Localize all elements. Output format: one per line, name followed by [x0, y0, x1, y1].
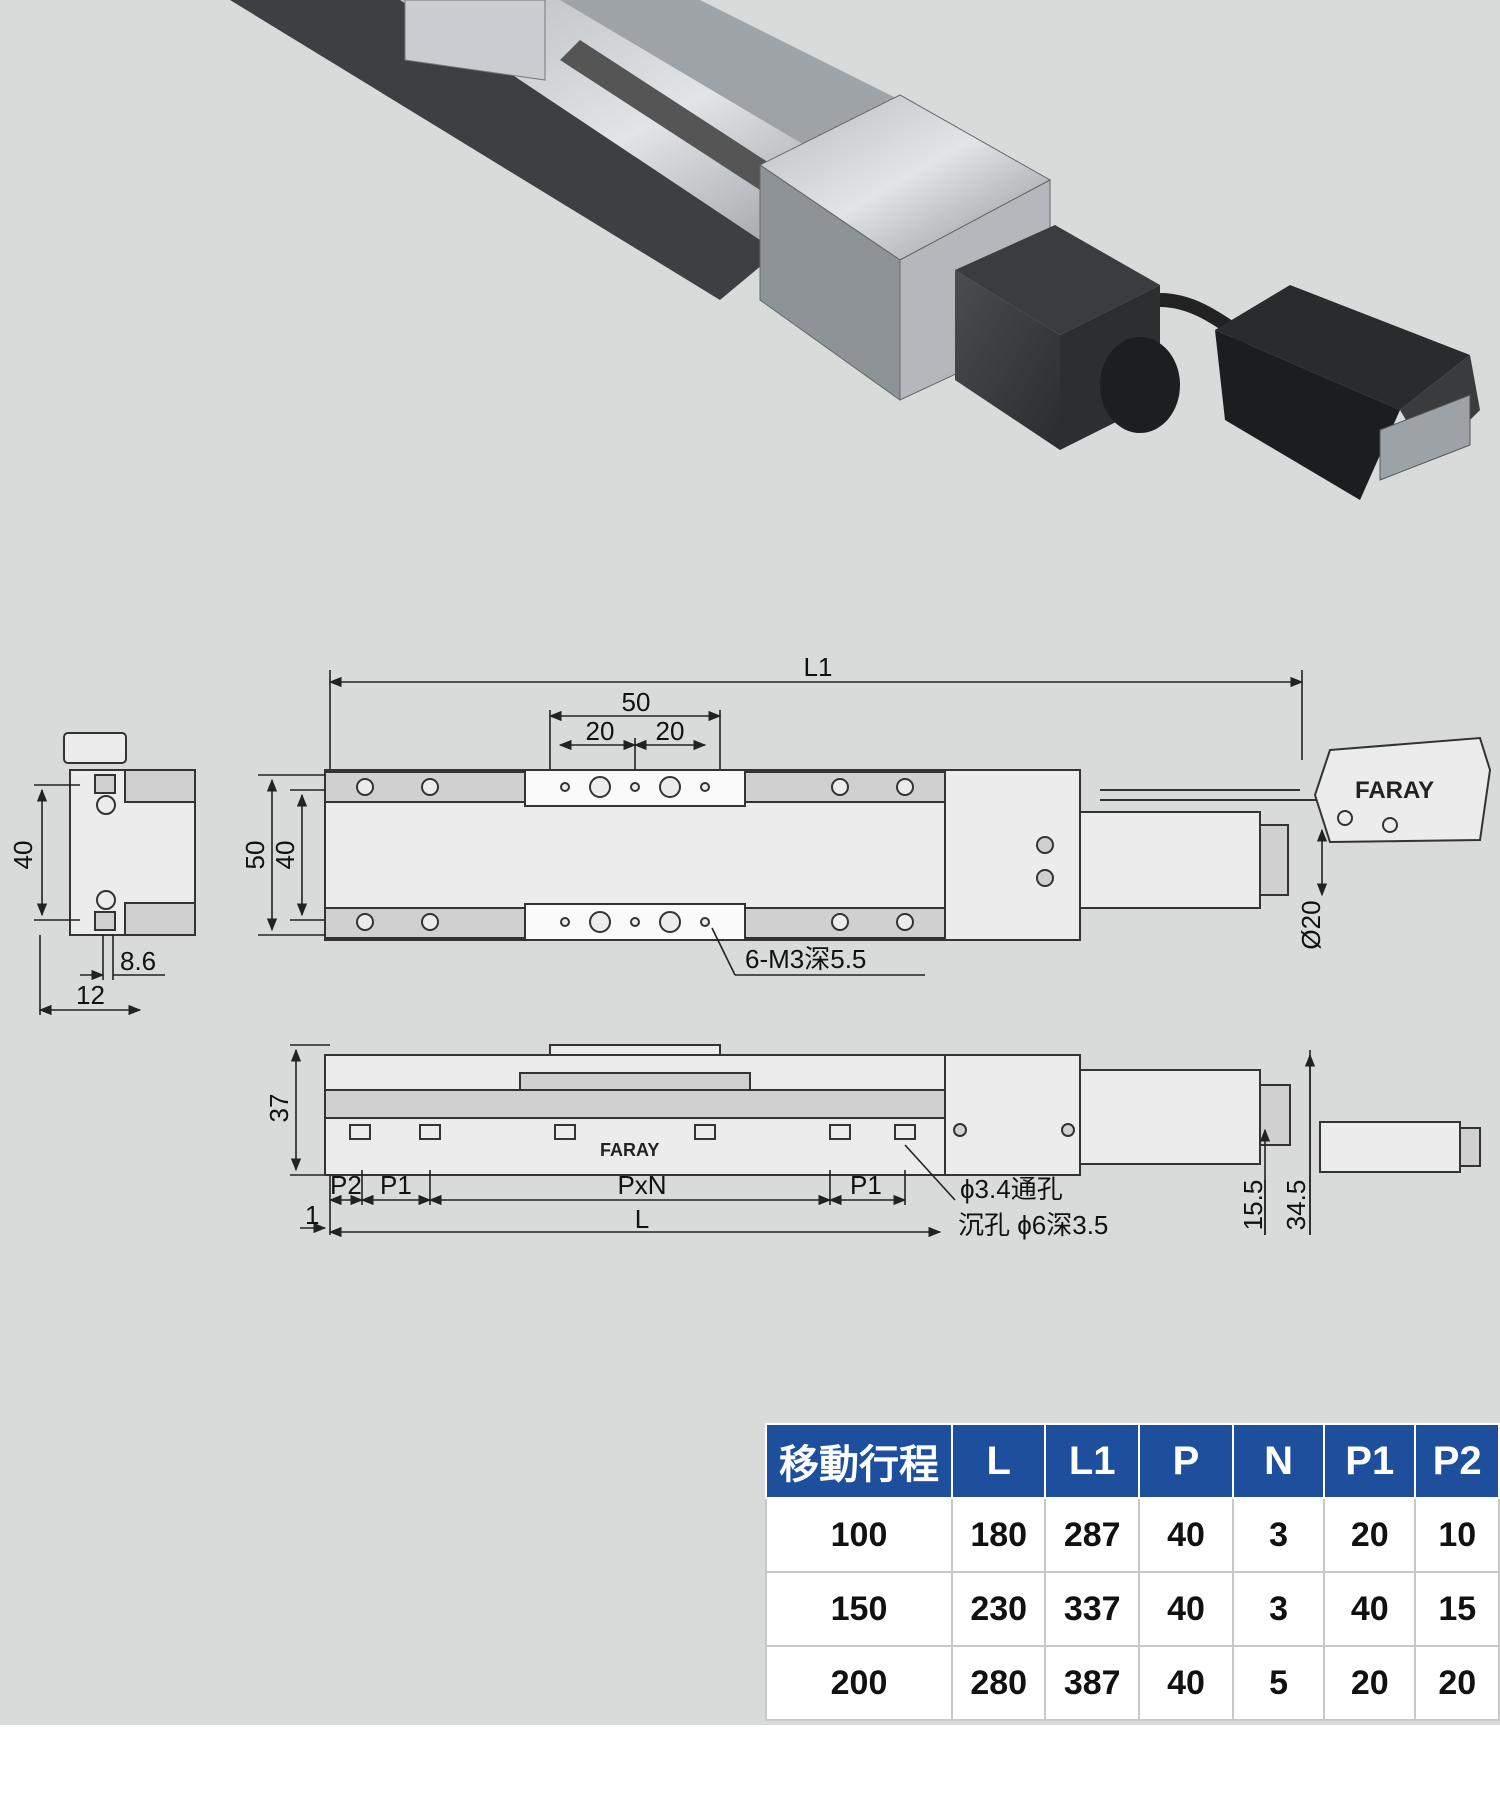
- table-cell: 5: [1232, 1645, 1326, 1721]
- dim-P1-right: P1: [850, 1170, 882, 1200]
- table-cell: 150: [765, 1571, 953, 1647]
- table-cell: 230: [950, 1571, 1047, 1647]
- table-cell: 280: [950, 1645, 1047, 1721]
- dim-PxN: PxN: [617, 1170, 666, 1200]
- table-cell: 100: [765, 1497, 953, 1573]
- table-cell: 10: [1414, 1497, 1500, 1573]
- header-stroke: 移動行程: [765, 1423, 953, 1499]
- dim-37: 37: [264, 1094, 294, 1123]
- dim-1: 1: [305, 1200, 319, 1230]
- end-dim-86: 8.6: [120, 946, 156, 976]
- end-view: 40 8.6 12: [8, 732, 196, 1016]
- table-cell: 20: [1414, 1645, 1500, 1721]
- table-row: 200 280 387 40 5 20 20: [765, 1645, 1500, 1721]
- table-row: 100 180 287 40 3 20 10: [765, 1497, 1500, 1573]
- technical-drawing: 40 8.6 12 L1 50 20 20: [8, 0, 1492, 1240]
- end-dim-12: 12: [76, 980, 105, 1010]
- dim-50: 50: [622, 687, 651, 717]
- table-cell: 287: [1044, 1497, 1140, 1573]
- dim-L: L: [635, 1204, 649, 1234]
- brand-label-side: FARAY: [600, 1140, 659, 1160]
- table-cell: 3: [1232, 1497, 1326, 1573]
- dim-155: 15.5: [1238, 1180, 1268, 1231]
- dim-P1-left: P1: [380, 1170, 412, 1200]
- counterbore-note: 沉孔 ϕ6深3.5: [958, 1210, 1108, 1240]
- end-dim-40: 40: [8, 841, 38, 870]
- dim-P2: P2: [330, 1170, 362, 1200]
- header-P1: P1: [1323, 1423, 1417, 1499]
- header-N: N: [1232, 1423, 1326, 1499]
- table-cell: 387: [1044, 1645, 1140, 1721]
- table-cell: 20: [1323, 1645, 1417, 1721]
- bottom-margin: [0, 1725, 1500, 1796]
- screw-note: 6-M3深5.5: [745, 944, 866, 974]
- spec-table: 移動行程 L L1 P N P1 P2 100 180 287 40 3 20 …: [765, 1423, 1500, 1721]
- header-L: L: [950, 1423, 1047, 1499]
- table-cell: 40: [1323, 1571, 1417, 1647]
- side-view: 37 FARAY P2 P1 PxN P1 1 L ϕ3.4通孔 沉孔 ϕ: [264, 1044, 1481, 1240]
- drawing-canvas: 40 8.6 12 L1 50 20 20: [0, 0, 1500, 1725]
- table-cell: 40: [1137, 1571, 1235, 1647]
- brand-label-top: FARAY: [1355, 777, 1434, 804]
- dim-left-50: 50: [240, 841, 270, 870]
- table-cell: 180: [950, 1497, 1047, 1573]
- hole-note: ϕ3.4通孔: [960, 1174, 1063, 1204]
- table-cell: 337: [1044, 1571, 1140, 1647]
- header-L1: L1: [1044, 1423, 1140, 1499]
- dim-345: 34.5: [1281, 1180, 1311, 1231]
- table-cell: 3: [1232, 1571, 1326, 1647]
- dim-20b: 20: [656, 716, 685, 746]
- table-cell: 40: [1137, 1497, 1235, 1573]
- header-P: P: [1137, 1423, 1235, 1499]
- table-cell: 40: [1137, 1645, 1235, 1721]
- dim-left-40: 40: [270, 841, 300, 870]
- top-view: L1 50 20 20 FARAY 6-M3深5.5: [240, 652, 1492, 976]
- table-cell: 200: [765, 1645, 953, 1721]
- table-row: 150 230 337 40 3 40 15: [765, 1571, 1500, 1647]
- dim-L1: L1: [804, 652, 833, 682]
- table-header-row: 移動行程 L L1 P N P1 P2: [765, 1423, 1500, 1499]
- table-cell: 15: [1414, 1571, 1500, 1647]
- header-P2: P2: [1414, 1423, 1500, 1499]
- product-render: [230, 0, 1480, 500]
- dim-phi20: Ø20: [1296, 900, 1326, 949]
- dim-20a: 20: [586, 716, 615, 746]
- table-cell: 20: [1323, 1497, 1417, 1573]
